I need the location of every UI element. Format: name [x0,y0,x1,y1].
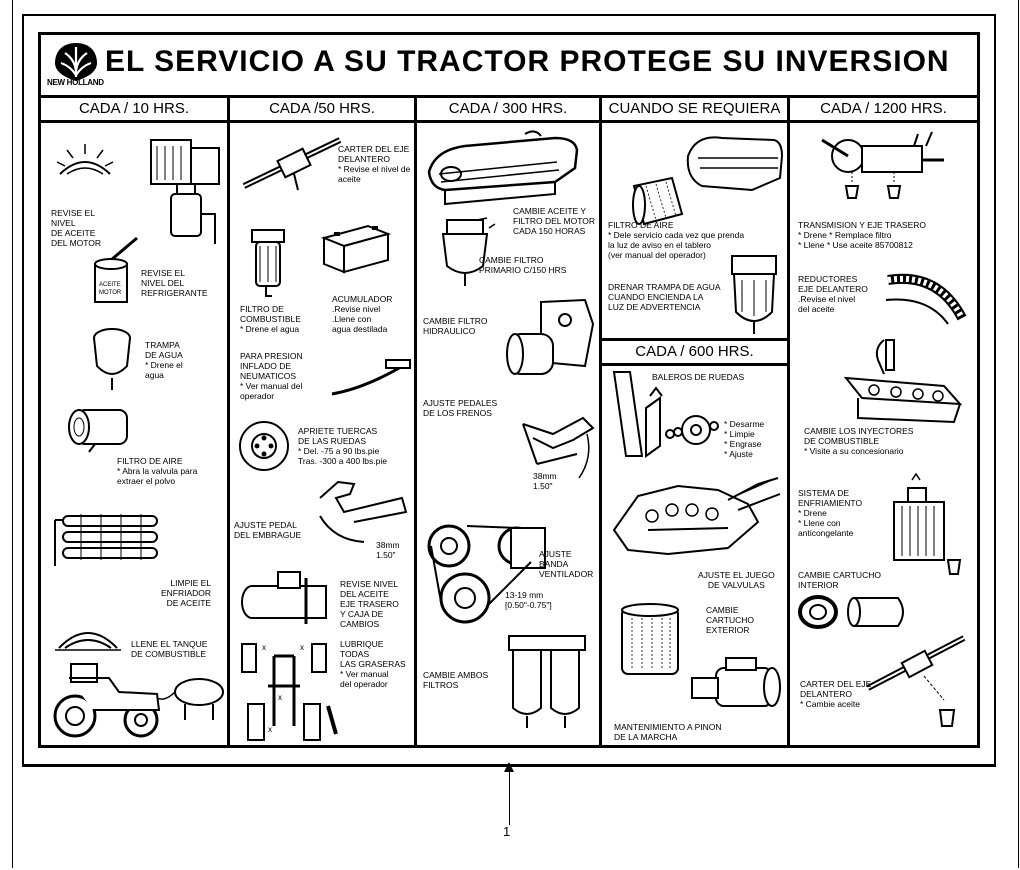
page-edge [12,0,1019,868]
air-filter-icon [68,409,128,453]
wheel-bearing-icon [612,371,719,458]
column-heading: CUANDO SE REQUIERA [602,98,787,123]
transmission-icon [821,131,944,199]
svg-text:x: x [300,643,304,652]
service-decal: NEW HOLLAND EL SERVICIO A SU TRACTOR PRO… [38,32,980,748]
column-600-hrs-heading: CADA / 600 HRS. [602,338,787,366]
label-check-coolant: REVISE EL NIVEL DEL REFRIGERANTE [141,268,208,298]
column-heading: CADA /50 HRS. [230,98,414,123]
fuel-filter-icon [251,229,285,297]
column-heading: CADA / 10 HRS. [41,98,227,123]
clutch-pedal-icon [319,480,408,543]
label-fill-fuel-tank: LLENE EL TANQUE DE COMBUSTIBLE [131,639,208,659]
coolant-radiator-icon [893,472,962,575]
svg-text:x: x [278,693,282,702]
starter-motor-icon [691,657,781,707]
label-bearing-steps: * Desarme * Limpie * Engrase * Ajuste [724,419,765,459]
label-fan-belt: AJUSTE BANDA VENTILADOR [539,549,594,579]
svg-text:x: x [262,643,266,652]
callout-number: 1 [503,824,511,839]
label-tire-pressure: PARA PRESION INFLADO DE NEUMATICOS * Ver… [240,351,303,401]
label-brake-pedals: AJUSTE PEDALES DE LOS FRENOS [423,398,498,418]
wheel-nuts-icon [239,421,289,471]
label-rear-axle-oil: REVISE NIVEL DEL ACEITE EJE TRASERO Y CA… [340,579,399,629]
fan-belt-icon [427,524,546,624]
decal-header: NEW HOLLAND EL SERVICIO A SU TRACTOR PRO… [41,35,977,98]
label-front-axle-oil-change: CARTER DEL EJE DELANTERO * Cambie aceite [800,679,872,709]
svg-text:ACEITE: ACEITE [99,282,121,288]
svg-text:MOTOR: MOTOR [99,290,122,296]
label-primary-filter: CAMBIE FILTRO PRIMARIO C/150 HRS [479,255,567,275]
label-clutch-clearance: 38mm 1.50" [376,540,400,560]
column-heading: CADA / 300 HRS. [417,98,599,123]
sun-gauge-icon [56,144,114,175]
new-holland-leaf-icon [55,43,97,81]
column-1200-hrs: CADA / 1200 HRS. TRANSMISION Y EJE TRASE… [790,98,977,745]
label-starter-pinion: MANTENIMIENTO A PINON DE LA MARCHA [614,722,722,742]
svg-text:x: x [268,725,272,734]
label-front-reducers: REDUCTORES EJE DELANTERO .Revise el nive… [798,274,868,314]
label-engine-oil-filter: CAMBIE ACEITE Y FILTRO DEL MOTOR CADA 15… [513,206,596,236]
label-outer-cartridge: CAMBIE CARTUCHO EXTERIOR [706,605,755,635]
inner-cartridge-icon [798,595,904,629]
fuel-sun-icon [55,632,121,651]
primary-fuel-filter-icon [441,217,496,286]
hydraulic-filter-icon [506,298,595,375]
tire-gauge-icon [331,359,411,396]
twin-filters-icon [508,635,586,728]
label-check-engine-oil: REVISE EL NIVEL DE ACEITE DEL MOTOR [51,208,102,248]
engine-hood-icon [427,130,579,206]
label-air-filter-service: FILTRO DE AIRE * Dele servicio cada vez … [608,220,745,260]
label-fuel-filter: FILTRO DE COMBUSTIBLE * Drene el agua [240,304,301,334]
label-water-trap: TRAMPA DE AGUA * Drene el agua [145,340,183,380]
label-inner-cartridge: CAMBIE CARTUCHO INTERIOR [798,570,881,590]
column-10-hrs: CADA / 10 HRS. REVISE EL NIVEL DE ACEITE… [41,98,230,745]
water-trap-icon [93,328,131,390]
label-belt-deflection: 13-19 mm [0.50"-0.75"] [505,590,552,610]
label-valve-clearance: AJUSTE EL JUEGO DE VALVULAS [698,570,775,590]
column-as-required: CUANDO SE REQUIERA FILTRO DE AIRE * Dele… [602,98,790,745]
air-filter-element-icon [632,176,684,226]
label-transmission: TRANSMISION Y EJE TRASERO * Drene * Remp… [798,220,927,250]
column-50-hrs: CADA /50 HRS. CARTER DEL EJE DELANTERO *… [230,98,417,745]
label-clean-oil-cooler: LIMPIE EL ENFRIADOR DE ACEITE [161,578,212,608]
reduction-gear-icon [885,273,967,325]
outer-cartridge-icon [621,603,679,675]
label-fuel-injectors: CAMBIE LOS INYECTORES DE COMBUSTIBLE * V… [804,426,914,456]
label-grease-fittings: LUBRIQUE TODAS LAS GRASERAS * Ver manual… [340,639,406,689]
front-axle-drain-icon [866,635,966,727]
callout-leader-line [509,765,510,825]
rear-axle-icon [241,571,327,624]
label-front-axle-housing: CARTER DEL EJE DELANTERO * Revise el niv… [338,144,411,184]
label-accumulator: ACUMULADOR .Revise nivel .Llene con agua… [332,294,393,334]
front-axle-icon [242,137,342,191]
label-tighten-wheel-nuts: APRIETE TUERCAS DE LAS RUEDAS * Del. -75… [298,426,387,466]
label-change-both-filters: CAMBIE AMBOS FILTROS [423,670,489,690]
brake-pedal-icon [522,416,595,479]
oil-cooler-icon [54,514,158,566]
label-clutch-pedal: AJUSTE PEDAL DEL EMBRAGUE [234,520,302,540]
brand-name: NEW HOLLAND [47,78,104,87]
label-hydraulic-filter: CAMBIE FILTRO HIDRAULICO [423,316,488,336]
label-cooling-system: SISTEMA DE ENFRIAMIENTO * Drene * Llene … [798,488,863,538]
water-separator-icon [731,255,777,334]
label-wheel-bearings: BALEROS DE RUEDAS [652,372,745,382]
label-drain-water-trap: DRENAR TRAMPA DE AGUA CUANDO ENCIENDA LA… [608,282,721,312]
column-300-hrs: CADA / 300 HRS. CAMBIE ACEITE Y FILTRO D… [417,98,602,745]
tractor-fueling-icon [53,663,224,738]
oil-can-icon: ACEITE MOTOR [94,236,138,303]
page-title: EL SERVICIO A SU TRACTOR PROTEGE SU INVE… [105,45,950,78]
label-brake-clearance: 38mm 1.50" [533,471,557,491]
label-air-filter: FILTRO DE AIRE * Abra la valvula para ex… [117,456,198,486]
valve-adjust-icon [612,477,781,556]
battery-icon [320,224,392,274]
injectors-icon [843,339,963,424]
air-cleaner-hood-icon [686,136,784,192]
grease-points-icon: x x x x [241,643,338,741]
column-heading: CADA / 1200 HRS. [790,98,977,123]
radiator-icon [150,139,220,244]
